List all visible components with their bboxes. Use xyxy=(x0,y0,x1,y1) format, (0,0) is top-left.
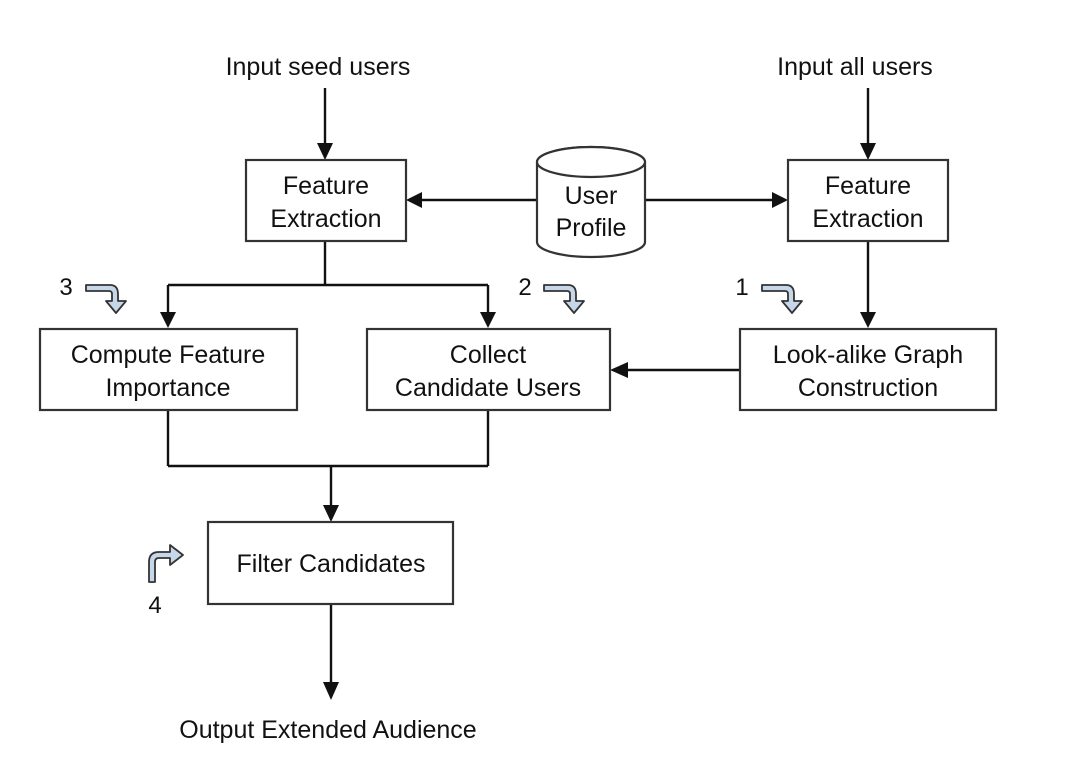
arrowhead xyxy=(323,682,339,700)
curved-arrow-icon xyxy=(761,284,803,314)
arrowhead xyxy=(772,192,788,208)
curved-arrow-icon xyxy=(148,544,184,583)
cylinder-top xyxy=(535,145,647,179)
arrowhead xyxy=(317,143,333,160)
user-profile-line2: Profile xyxy=(556,214,627,242)
feature-extraction-left-line2: Extraction xyxy=(270,205,381,233)
step-marker-3: 3 xyxy=(59,274,127,314)
curved-arrow-icon xyxy=(543,284,585,314)
step-marker-1: 1 xyxy=(735,274,803,314)
feature-extraction-left-box: Feature Extraction xyxy=(244,158,408,243)
lookalike-graph-construction-box: Look-alike Graph Construction xyxy=(738,327,998,412)
step-number-1: 1 xyxy=(735,274,748,301)
connectors xyxy=(160,88,876,700)
arrowhead xyxy=(160,312,176,328)
output-extended-audience-label: Output Extended Audience xyxy=(179,716,476,744)
filter-candidates-label: Filter Candidates xyxy=(237,550,426,578)
compute-feature-importance-line2: Importance xyxy=(105,374,230,402)
arrowhead xyxy=(406,192,422,208)
curved-arrow-icon xyxy=(85,284,127,314)
user-profile-line1: User xyxy=(565,182,618,210)
feature-extraction-left-line1: Feature xyxy=(283,172,369,200)
step-number-2: 2 xyxy=(518,274,531,301)
arrowhead xyxy=(860,143,876,160)
lookalike-graph-construction-line1: Look-alike Graph xyxy=(773,341,963,369)
compute-feature-importance-line1: Compute Feature xyxy=(71,341,266,369)
feature-extraction-right-box: Feature Extraction xyxy=(786,158,950,243)
collect-candidate-users-line1: Collect xyxy=(450,341,526,369)
step-marker-2: 2 xyxy=(518,274,585,314)
input-seed-users-label: Input seed users xyxy=(226,53,411,81)
arrowhead xyxy=(610,362,628,378)
arrowhead xyxy=(860,312,876,328)
collect-candidate-users-box: Collect Candidate Users xyxy=(365,327,612,412)
arrowhead xyxy=(480,312,496,328)
step-marker-4: 4 xyxy=(148,544,184,619)
arrowhead xyxy=(323,505,339,522)
collect-candidate-users-line2: Candidate Users xyxy=(395,374,581,402)
feature-extraction-right-line2: Extraction xyxy=(812,205,923,233)
step-number-3: 3 xyxy=(59,274,72,301)
lookalike-graph-construction-line2: Construction xyxy=(798,374,938,402)
compute-feature-importance-box: Compute Feature Importance xyxy=(38,327,299,412)
step-number-4: 4 xyxy=(148,592,161,619)
input-all-users-label: Input all users xyxy=(777,53,933,81)
feature-extraction-right-line1: Feature xyxy=(825,172,911,200)
user-profile-database: User Profile xyxy=(535,145,647,259)
filter-candidates-box: Filter Candidates xyxy=(206,520,455,606)
